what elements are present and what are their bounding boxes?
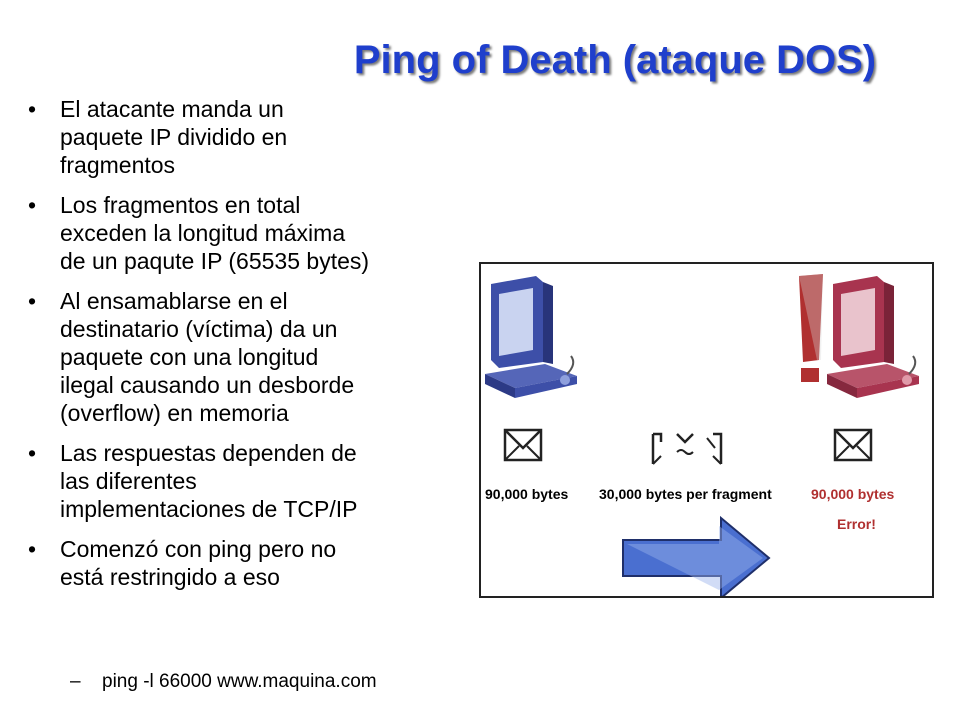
bullet-item: • Al ensamablarse en el destinatario (ví… — [28, 288, 355, 426]
arrow-right-icon — [622, 515, 771, 596]
sender-computer-icon — [485, 276, 577, 398]
bullet-line: destinatario (víctima) da un — [60, 316, 338, 342]
bullet-line: está restringido a eso — [60, 564, 280, 590]
bullet-line: Al ensamablarse en el — [60, 288, 288, 314]
sub-bullet: –ping -l 66000 www.maquina.com — [70, 670, 377, 694]
envelope-icon — [503, 428, 543, 462]
bullet-line: fragmentos — [60, 152, 176, 178]
bullet-item: • Comenzó con ping pero no está restring… — [28, 536, 337, 590]
bullet-line: Los fragmentos en total — [60, 192, 301, 218]
envelope-icon — [833, 428, 873, 462]
bullet-line: exceden la longitud máxima — [60, 220, 346, 246]
bullet-line: Comenzó con ping pero no — [60, 536, 337, 562]
bullet-line: implementaciones de TCP/IP — [60, 496, 358, 522]
bullet-line: las diferentes — [60, 468, 197, 494]
bullet-line: paquete IP dividido en — [60, 124, 288, 150]
bullet-list: • El atacante manda un paquete IP dividi… — [24, 95, 464, 603]
victim-computer-icon — [827, 276, 919, 398]
bullet-line: de un paqute IP (65535 bytes) — [60, 248, 370, 274]
ping-of-death-diagram: 90,000 bytes 30,000 bytes per fragment 9… — [479, 262, 934, 598]
dash-marker: – — [70, 671, 81, 692]
bullet-line: (overflow) en memoria — [60, 400, 289, 426]
fragment-size-label: 30,000 bytes per fragment — [599, 486, 772, 502]
bullet-item: • El atacante manda un paquete IP dividi… — [28, 96, 288, 178]
bullet-line: Las respuestas dependen de — [60, 440, 357, 466]
diagram-canvas — [485, 274, 919, 596]
bullet-line: El atacante manda un — [60, 96, 284, 122]
error-label: Error! — [837, 516, 876, 532]
bullet-item: • Las respuestas dependen de las diferen… — [28, 440, 358, 522]
fragmented-envelope-icon — [651, 432, 723, 465]
bullet-line: paquete con una longitud — [60, 344, 319, 370]
exclamation-icon — [799, 274, 823, 382]
victim-size-label: 90,000 bytes — [811, 486, 895, 502]
sub-bullet-text: ping -l 66000 www.maquina.com — [102, 671, 377, 692]
sender-size-label: 90,000 bytes — [485, 486, 569, 502]
bullet-line: ilegal causando un desborde — [60, 372, 355, 398]
slide-title: Ping of Death (ataque DOS) — [353, 38, 877, 82]
bullet-item: • Los fragmentos en total exceden la lon… — [28, 192, 370, 274]
